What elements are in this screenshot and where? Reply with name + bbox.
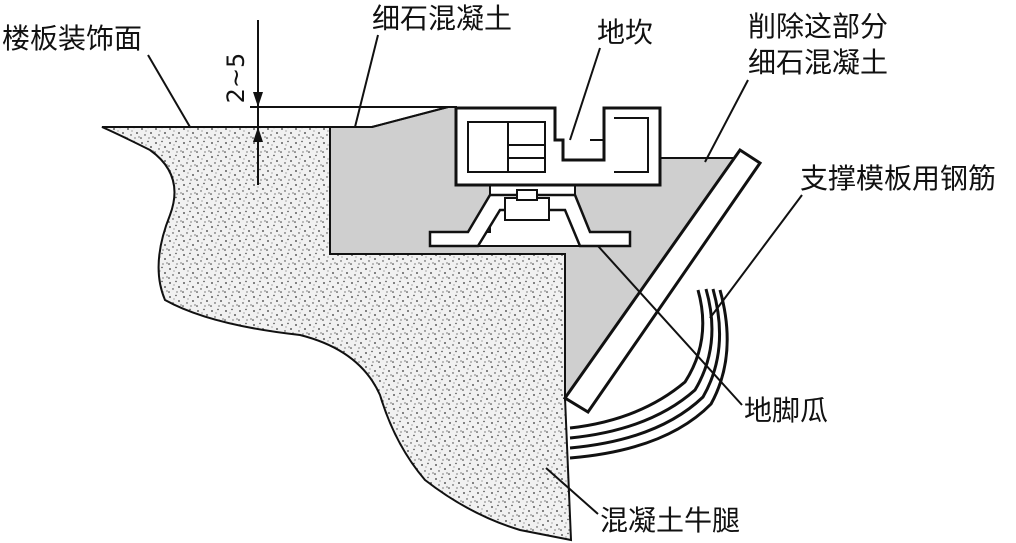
label-floor-sill: 地坎 xyxy=(597,16,653,49)
label-concrete-corbel: 混凝土牛腿 xyxy=(600,504,740,537)
leader-lines xyxy=(147,34,803,515)
label-remove-part-line2: 细石混凝土 xyxy=(748,46,888,79)
formwork-board xyxy=(562,147,763,415)
dimension-2-5: 2~5 xyxy=(222,20,448,185)
label-floor-finish: 楼板装饰面 xyxy=(2,22,142,55)
formwork-rebar xyxy=(569,288,729,460)
label-remove-part-line1: 削除这部分 xyxy=(748,10,888,43)
label-formwork-rebar: 支撑模板用钢筋 xyxy=(800,162,996,195)
label-anchor-claw: 地脚瓜 xyxy=(744,394,828,427)
label-fine-concrete-top: 细石混凝土 xyxy=(372,2,512,35)
dimension-value: 2~5 xyxy=(222,53,250,104)
floor-sill xyxy=(454,106,662,187)
concrete-corbel-body xyxy=(101,126,573,542)
anchor-claw xyxy=(428,189,632,248)
